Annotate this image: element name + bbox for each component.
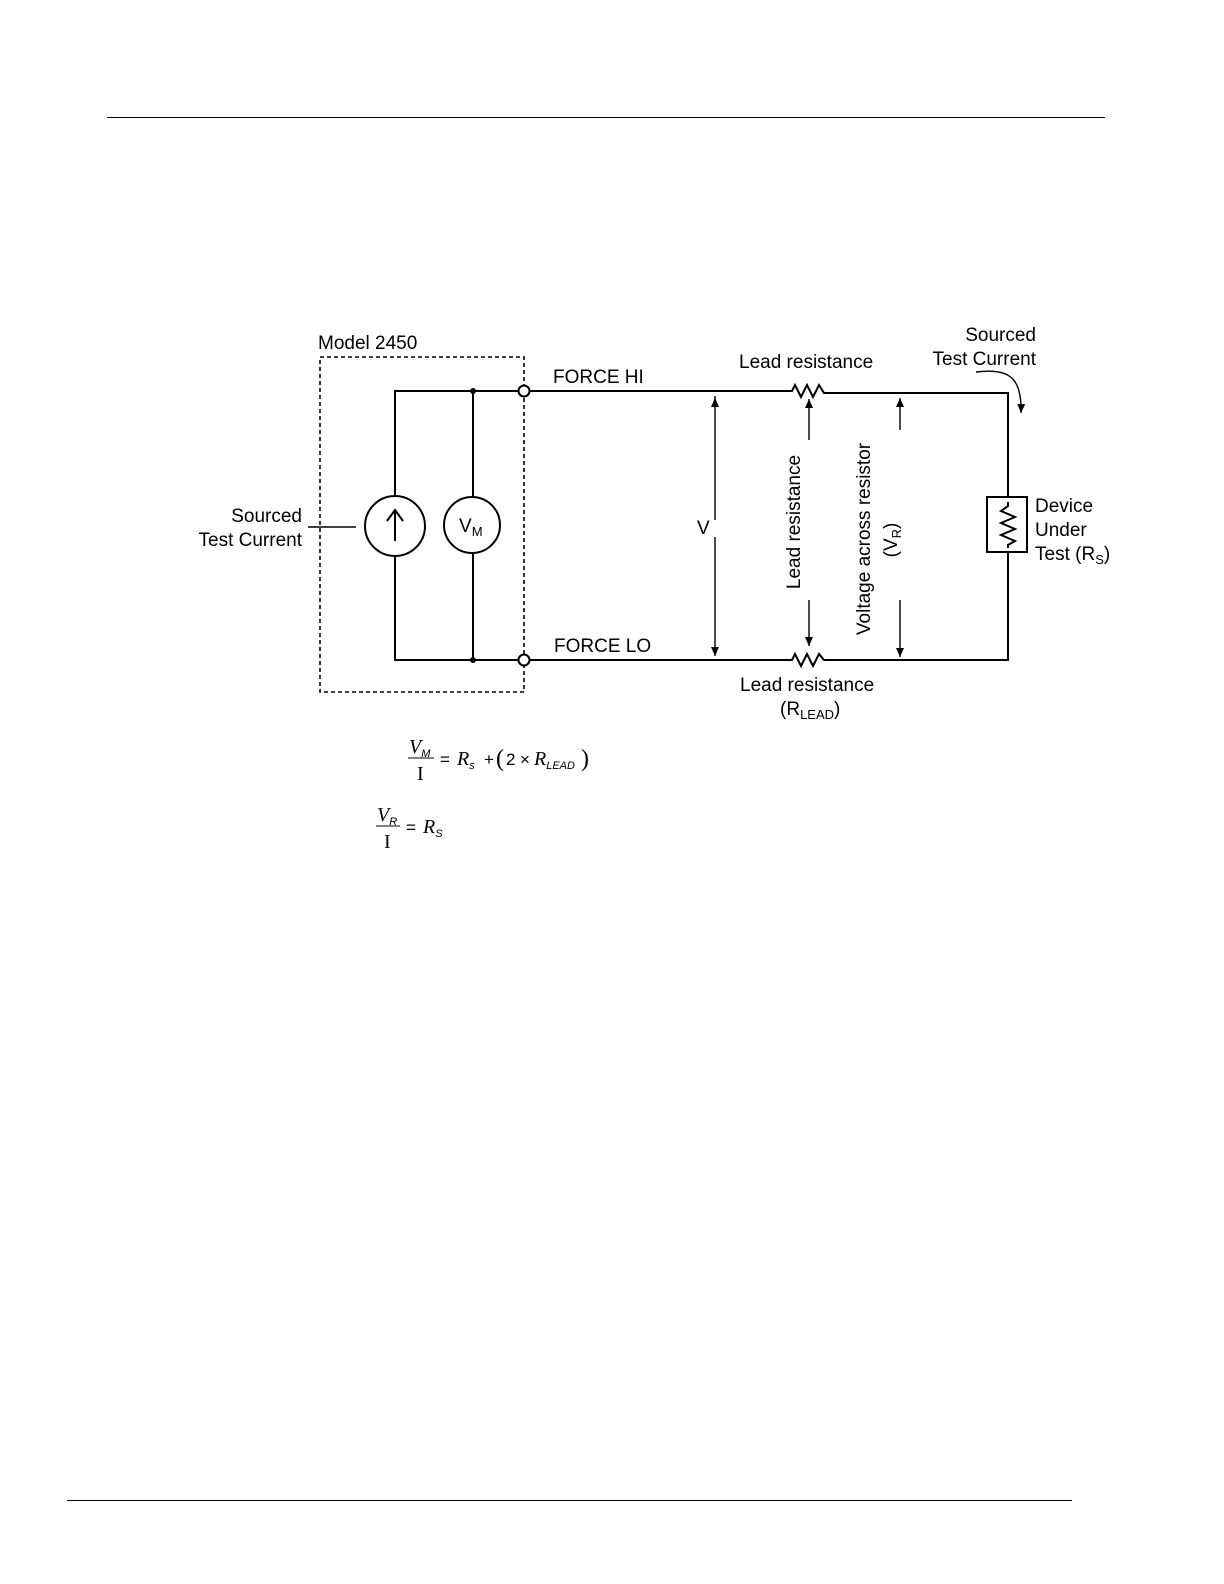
eq2-numerator: VR — [377, 804, 397, 828]
junction-top-dot — [470, 388, 476, 394]
sourced-current-right-line2: Test Current — [933, 349, 1037, 370]
junction-bottom-dot — [470, 657, 476, 663]
sourced-current-right-line1: Sourced — [965, 325, 1036, 346]
eq1-denominator: I — [417, 763, 424, 785]
eq2-equals: = — [406, 818, 416, 837]
internal-top-wire — [395, 391, 519, 497]
sourced-current-left-line1: Sourced — [231, 506, 302, 527]
eq1-two: 2 — [506, 750, 515, 769]
r-lead-label: (RLEAD) — [780, 699, 840, 722]
model-label: Model 2450 — [318, 333, 417, 354]
eq1-left-paren: ( — [496, 746, 504, 772]
device-label-line2: Under — [1035, 520, 1087, 541]
eq1-plus: + — [484, 750, 494, 769]
eq2-denominator: I — [384, 831, 391, 853]
device-label-line1: Device — [1035, 496, 1093, 517]
eq1-rlead: RLEAD — [533, 748, 575, 772]
eq1-right-paren: ) — [581, 746, 589, 772]
lead-resistance-top-label: Lead resistance — [739, 352, 873, 373]
force-lo-terminal — [519, 655, 530, 666]
equation-measured-resistance: VM I = Rs + ( 2 × RLEAD ) — [408, 736, 589, 785]
eq1-times: × — [520, 750, 530, 769]
internal-bottom-wire — [395, 555, 519, 660]
voltage-across-resistor-label: Voltage across resistor — [854, 442, 875, 635]
force-hi-label: FORCE HI — [553, 367, 644, 388]
eq2-rs: RS — [422, 816, 443, 840]
force-hi-wire — [530, 385, 1008, 497]
lead-resistance-vertical-label: Lead resistance — [784, 455, 805, 589]
eq1-equals: = — [440, 750, 450, 769]
lead-resistance-bottom-label: Lead resistance — [740, 675, 874, 696]
footer-rule — [67, 1500, 1072, 1501]
v-label: V — [697, 518, 710, 539]
eq1-rs: Rs — [456, 748, 475, 772]
force-lo-label: FORCE LO — [554, 636, 651, 657]
force-hi-terminal — [519, 386, 530, 397]
sourced-current-left-line2: Test Current — [199, 530, 303, 551]
equation-true-resistance: VR I = RS — [376, 804, 443, 853]
vr-label: (VR) — [881, 523, 904, 558]
device-label-line3: Test (RS) — [1035, 544, 1110, 567]
eq1-numerator: VM — [409, 736, 431, 760]
